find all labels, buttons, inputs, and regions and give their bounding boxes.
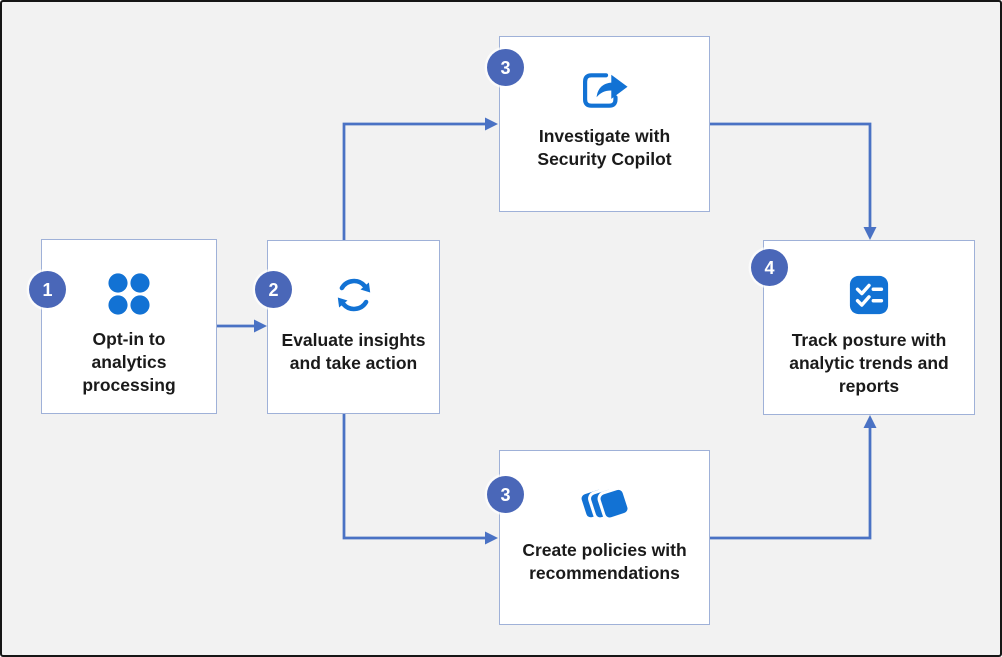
step-box-investigate: 3 Investigate with Security Copilot — [487, 36, 710, 212]
step-label: Evaluate insights and take action — [281, 330, 426, 373]
connector-evaluate-to-investigate — [342, 117, 498, 240]
connector-evaluate-to-create-policies — [342, 414, 498, 545]
step-label: Create policies with recommendations — [522, 540, 687, 583]
step-number-badge: 2 — [255, 271, 292, 308]
step-label: Investigate with Security Copilot — [537, 126, 672, 169]
step-label: Track posture with analytic trends and r… — [789, 330, 949, 396]
dots-grid-icon — [107, 266, 151, 322]
step-box-track-posture: 4 Track posture with analytic trends and… — [751, 240, 975, 415]
step-number-badge: 3 — [487, 49, 524, 86]
step-number-badge: 1 — [29, 271, 66, 308]
step-label: Opt-in to analytics processing — [82, 329, 176, 395]
share-arrow-icon — [578, 63, 632, 119]
connector-investigate-to-track — [710, 122, 877, 240]
step-box-create-policies: 3 Create policies with recommendations — [487, 450, 710, 625]
stacked-layers-icon — [577, 477, 633, 533]
step-number-badge: 4 — [751, 249, 788, 286]
step-number-badge: 3 — [487, 476, 524, 513]
connector-optin-to-evaluate — [217, 319, 267, 333]
sync-arrows-icon — [330, 267, 378, 323]
step-box-evaluate: 2 Evaluate insights and take action — [255, 240, 440, 414]
connector-create-policies-to-track — [710, 415, 877, 540]
step-box-opt-in: 1 Opt-in to analytics processing — [29, 239, 217, 414]
checklist-icon — [848, 267, 890, 323]
